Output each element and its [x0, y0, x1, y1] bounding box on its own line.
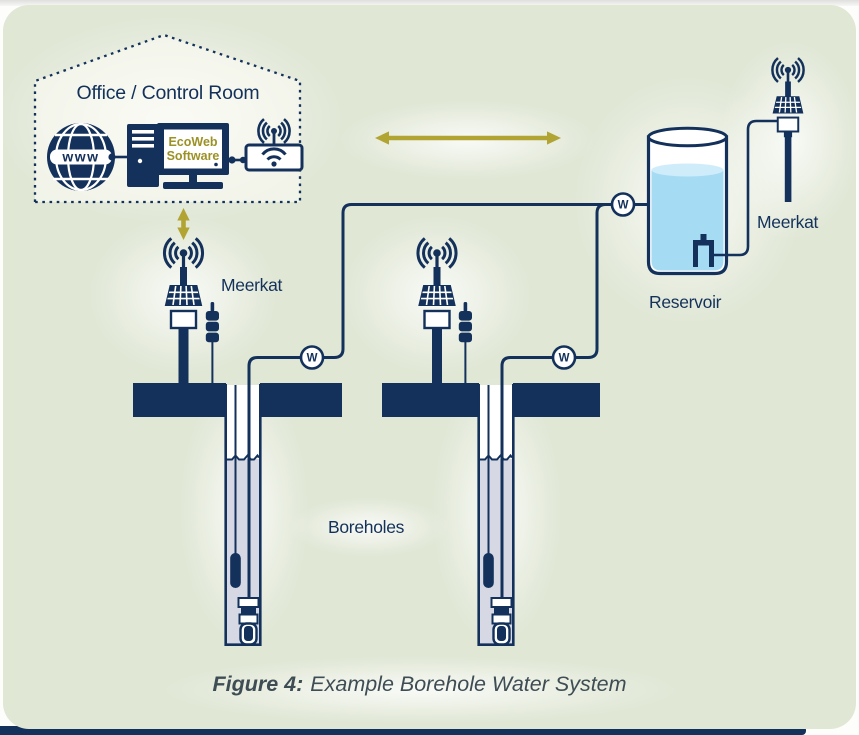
reservoir-label: Reservoir: [649, 292, 722, 312]
www-label: www: [61, 149, 99, 165]
downhole-probe-2: [483, 385, 494, 588]
downhole-probe-1: [230, 385, 241, 588]
figure-caption-number: Figure 4:: [212, 672, 304, 696]
ecoweb-software-label-line2: Software: [167, 149, 220, 163]
monitor-icon: EcoWeb Software: [157, 123, 229, 189]
pipe-borehole-1-to-reservoir: [247, 203, 648, 599]
boreholes-label: Boreholes: [328, 517, 405, 537]
pump-2-icon: [490, 596, 513, 646]
connector-globe-computer: [108, 153, 128, 161]
wifi-router-icon: [244, 118, 304, 172]
water-meter-symbol: W: [559, 353, 570, 365]
ground-block: [260, 383, 342, 417]
water-meter-1: W: [299, 345, 325, 370]
meerkat-reservoir-label: Meerkat: [757, 212, 819, 232]
figure-caption-text: Example Borehole Water System: [310, 672, 627, 696]
sync-arrow-horizontal: [375, 131, 561, 145]
meerkat-1-icon: [164, 238, 219, 388]
pump-1-icon: [237, 596, 260, 646]
wellhead-sensor-1: [205, 302, 219, 385]
meerkat-1-label: Meerkat: [221, 275, 283, 295]
office-control-room: Office / Control Room www: [33, 33, 304, 204]
pipe-borehole-2-branch: [500, 203, 614, 599]
figure-caption: Figure 4:Example Borehole Water System: [0, 672, 849, 697]
office-title: Office / Control Room: [77, 82, 260, 104]
tank-level-sensor-icon: [693, 234, 714, 267]
water-level-line: [227, 453, 260, 461]
water-meter-3: W: [610, 192, 636, 217]
computer-tower-icon: [127, 124, 159, 187]
page-top-edge: [0, 0, 859, 6]
next-section-bar: [0, 726, 806, 735]
level-sensor-cable: [712, 119, 779, 257]
ground-block: [382, 383, 479, 417]
meerkat-2-icon: [418, 238, 472, 388]
wellhead-sensor-2: [458, 302, 472, 385]
sync-arrow-vertical: [177, 208, 190, 240]
meerkat-reservoir-icon: [772, 58, 803, 202]
ecoweb-software-label-line1: EcoWeb: [168, 135, 217, 149]
water-meter-2: W: [551, 345, 577, 370]
ground-block: [513, 383, 600, 417]
water-meter-symbol: W: [618, 200, 629, 212]
water-meter-symbol: W: [307, 353, 318, 365]
www-globe-icon: www: [47, 122, 115, 192]
water-level-line: [480, 453, 513, 461]
tank-water-surface: [651, 163, 724, 177]
ground-block: [133, 383, 226, 417]
reservoir-tank: [646, 119, 779, 276]
